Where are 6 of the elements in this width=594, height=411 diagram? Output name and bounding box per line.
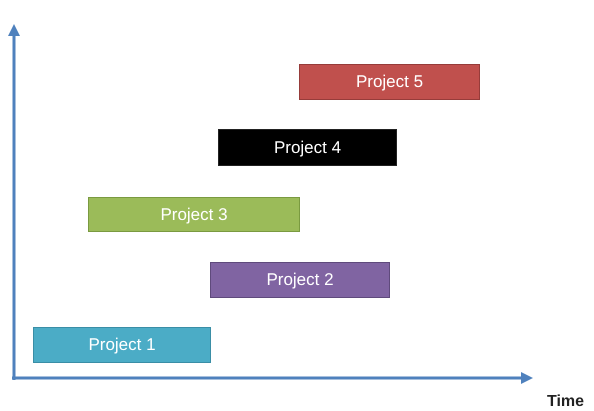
project-bar: Project 2	[210, 262, 390, 298]
project-bar: Project 3	[88, 197, 300, 232]
project-bar: Project 4	[218, 129, 397, 166]
project-bar: Project 1	[33, 327, 211, 363]
axis-label: Time	[547, 393, 584, 411]
project-bar: Project 5	[299, 64, 480, 100]
